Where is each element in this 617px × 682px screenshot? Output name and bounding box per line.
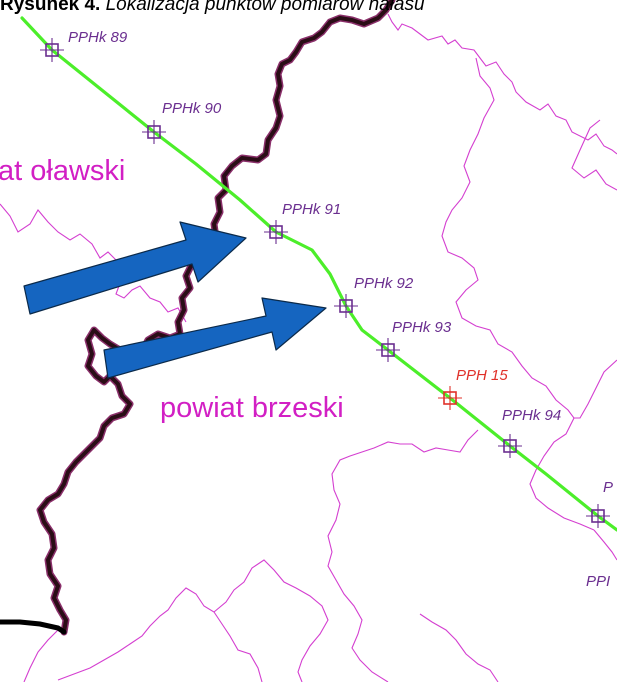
- measurement-route-line: [20, 16, 617, 532]
- point-label-pphk-90: PPHk 90: [162, 100, 222, 117]
- admin-boundary-east-right: [574, 359, 617, 419]
- admin-boundaries: [0, 13, 617, 682]
- marker-pphk-90: [142, 120, 166, 144]
- marker-pphk-92: [334, 294, 358, 318]
- admin-boundary-top: [387, 13, 617, 155]
- point-label-pph-15: PPH 15: [456, 367, 508, 384]
- marker-pphk-95: [586, 504, 610, 528]
- figure-caption: Rysunek 4. Lokalizacja punktów pomiarów …: [0, 0, 425, 16]
- marker-pphk-94: [498, 434, 522, 458]
- marker-pphk-91: [264, 220, 288, 244]
- marker-pphk-93: [376, 338, 400, 362]
- region-label-brzeski: powiat brzeski: [160, 392, 344, 424]
- marker-pphk-89: [40, 38, 64, 62]
- arrow-to-pphk-92: [103, 297, 327, 379]
- county-boundary-core: [38, 0, 394, 634]
- point-label-pphk-95: P: [603, 479, 613, 496]
- admin-boundary-south-east: [419, 613, 499, 682]
- point-label-pphk-92: PPHk 92: [354, 275, 414, 292]
- county-boundary-edge: [36, 0, 396, 636]
- caption-text: Lokalizacja punktów pomiarów hałasu: [105, 0, 425, 15]
- arrow-to-pphk-91: [23, 221, 247, 315]
- county-boundary: [36, 0, 396, 636]
- admin-boundary-east-spur: [571, 119, 617, 191]
- admin-boundary-central: [441, 57, 595, 531]
- black-boundary-segment: [0, 619, 67, 635]
- caption-number: Rysunek 4.: [0, 0, 101, 15]
- region-label-olawski: at oławski: [0, 155, 125, 187]
- admin-boundary-south-center: [213, 559, 329, 682]
- point-label-pphk-94: PPHk 94: [502, 407, 561, 424]
- admin-boundary-east-lower: [593, 529, 617, 561]
- admin-boundary-far-south-left: [23, 629, 59, 682]
- point-label-pphk-93: PPHk 93: [392, 319, 452, 336]
- point-label-pphk-89: PPHk 89: [68, 29, 128, 46]
- admin-boundary-south-west: [57, 587, 263, 682]
- point-label-pphk-96: PPI: [586, 573, 610, 590]
- measurement-points: PPHk 89 PPHk 90 PPHk 91 PPHk 92 PPHk 93 PPH 1…: [40, 29, 613, 590]
- admin-boundary-mid-west: [0, 203, 187, 323]
- point-label-pphk-91: PPHk 91: [282, 201, 341, 218]
- pointer-arrows: [23, 221, 327, 379]
- admin-boundary-mid-south: [327, 429, 479, 682]
- marker-pph-15: [438, 386, 462, 410]
